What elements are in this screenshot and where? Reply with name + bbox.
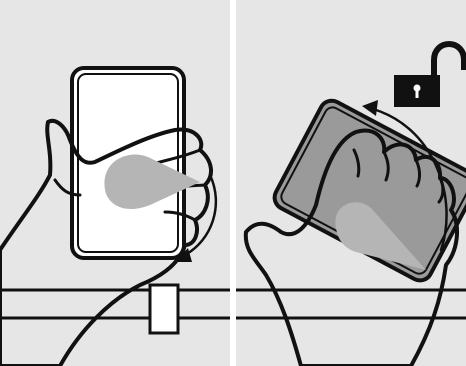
panel-grip-phone — [0, 0, 230, 366]
panel-rotate-to-unlock — [236, 0, 466, 366]
